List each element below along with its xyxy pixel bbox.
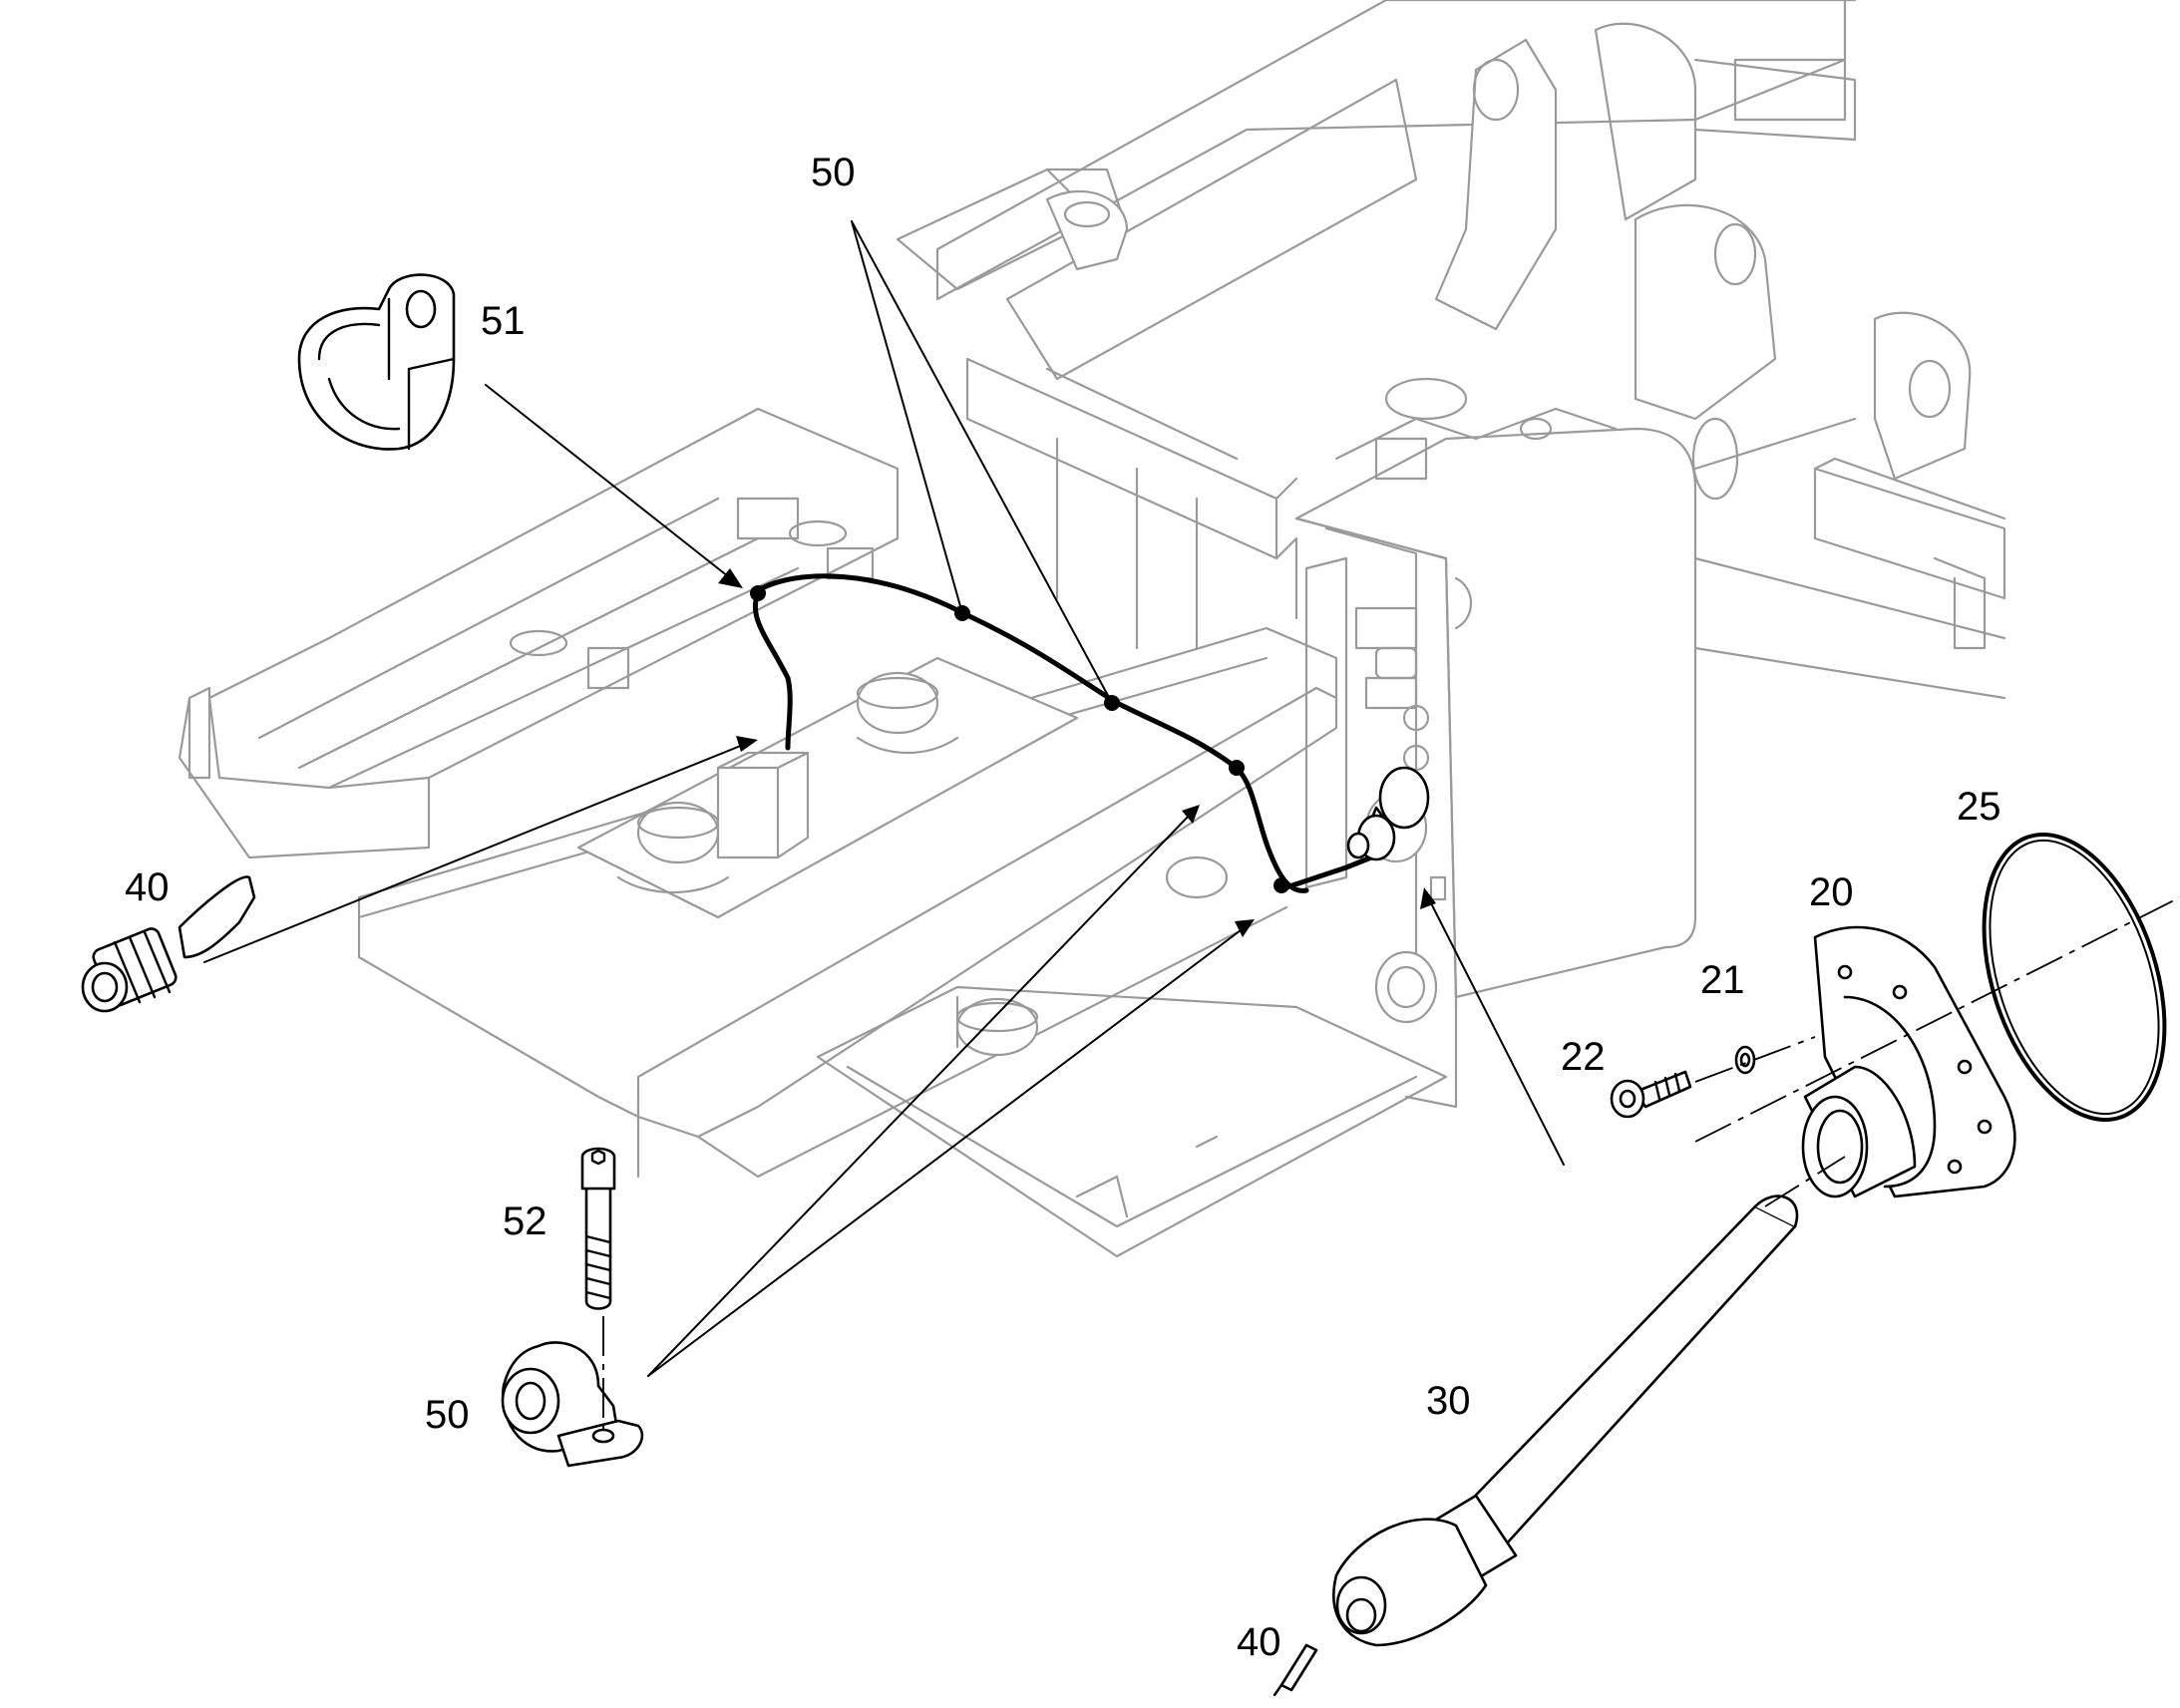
callout-52: 52 [503, 1199, 547, 1243]
element-center-line [1764, 1156, 1846, 1207]
callout-51: 51 [481, 299, 526, 343]
part-50-clamp [501, 1341, 644, 1468]
callout-25: 25 [1957, 785, 2001, 829]
part-21-washer [1734, 1045, 1756, 1075]
part-40-pin [1272, 1643, 1318, 1697]
part-30-heating-element [1332, 1195, 1799, 1647]
leader-lines [203, 220, 1565, 1377]
callout-22: 22 [1561, 1035, 1606, 1079]
callout-21: 21 [1700, 958, 1745, 1002]
callout-50-bottom: 50 [425, 1393, 470, 1437]
part-20-flange [1801, 925, 2016, 1198]
screw-center-line [1694, 1036, 1816, 1083]
callout-50-top: 50 [811, 151, 856, 194]
part-52-cap-screw [580, 1147, 616, 1310]
cable-harness [750, 573, 1374, 893]
assembly-center-line [1694, 896, 2180, 1143]
callout-30: 30 [1426, 1379, 1471, 1423]
part-51-cable-clip [297, 273, 456, 451]
part-40-cable-gland-left [81, 875, 256, 1013]
tank-connector [1346, 766, 1430, 861]
callout-40-bottom: 40 [1237, 1620, 1281, 1664]
part-25-o-ring [1982, 832, 2167, 1123]
part-22-screw [1610, 1070, 1692, 1119]
callout-40-left: 40 [125, 865, 170, 909]
machine-frame [178, 0, 2006, 1258]
callout-20: 20 [1809, 870, 1854, 914]
